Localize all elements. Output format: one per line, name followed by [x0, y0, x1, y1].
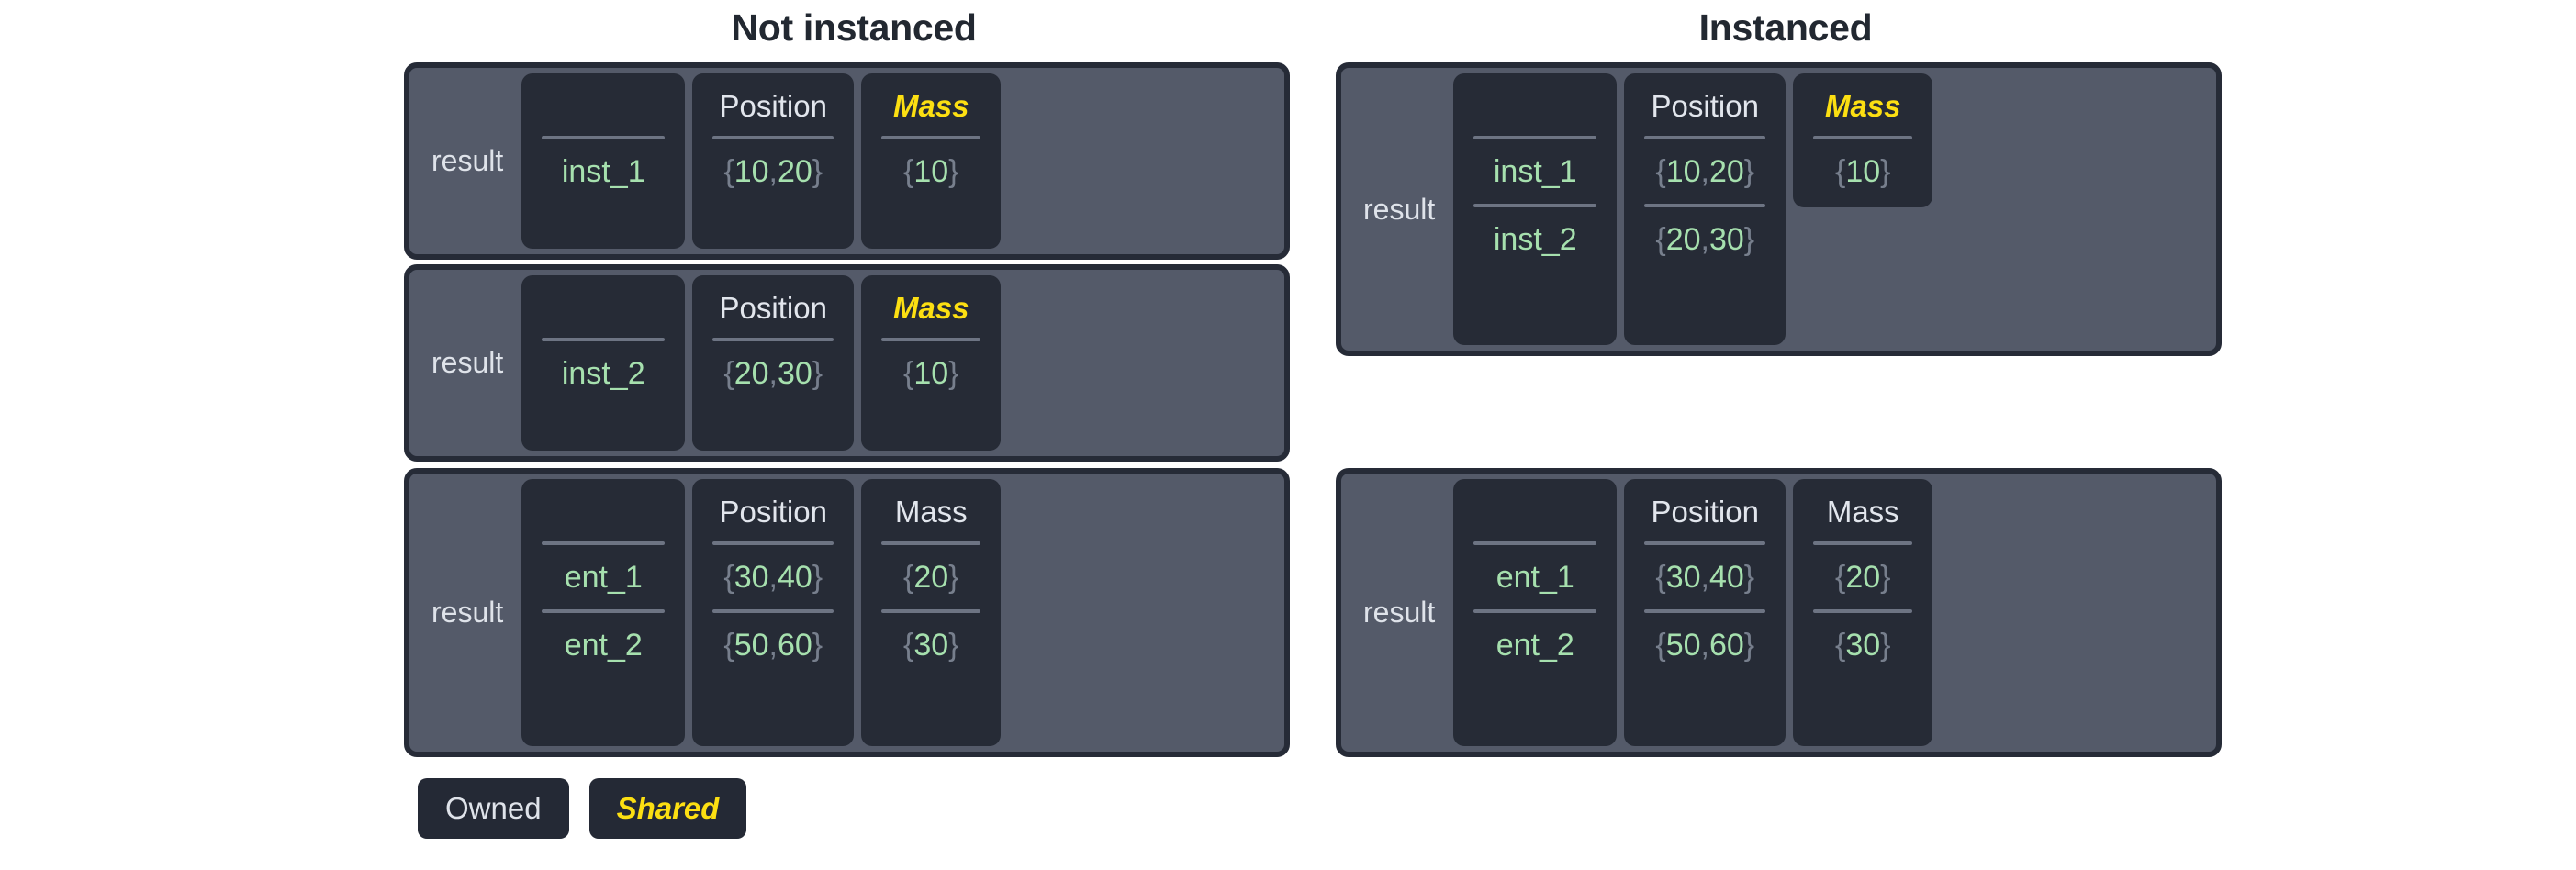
- panel-label-result: result: [1363, 192, 1436, 226]
- column-title-not-instanced: Not instanced: [731, 6, 977, 49]
- column-entity-name: ent_1 ent_2: [521, 479, 686, 746]
- cell-position: {20, 30}: [723, 355, 823, 391]
- column-rule: [1813, 136, 1913, 139]
- panel-left-bottom: result ent_1 ent_2 Position {30, 40} {50…: [404, 468, 1290, 757]
- legend-chip-owned: Owned: [418, 778, 569, 839]
- column-rule: [881, 136, 981, 139]
- column-rule: [881, 609, 981, 613]
- column-header-mass: Mass: [892, 89, 969, 123]
- cell-entity-name: inst_2: [1493, 221, 1577, 257]
- column-header-blank: [521, 284, 685, 332]
- column-header-blank: [1453, 488, 1617, 536]
- column-header-position: Position: [719, 495, 827, 529]
- cell-entity-name: ent_1: [564, 559, 643, 595]
- panel-label-result: result: [1363, 596, 1436, 629]
- column-rule: [712, 338, 834, 341]
- cell-position: {50, 60}: [1655, 627, 1755, 663]
- column-rule: [1813, 609, 1913, 613]
- column-mass: Mass {10}: [861, 73, 1002, 249]
- column-entity-name: inst_1: [521, 73, 686, 249]
- cell-position: {10, 20}: [723, 153, 823, 189]
- column-rule: [1644, 541, 1766, 545]
- panel-columns: ent_1 ent_2 Position {30, 40} {50, 60} M…: [1453, 479, 2211, 746]
- cell-position: {10, 20}: [1655, 153, 1755, 189]
- cell-entity-name: ent_2: [1495, 627, 1574, 663]
- column-entity-name: ent_1 ent_2: [1453, 479, 1618, 746]
- column-rule: [542, 541, 666, 545]
- cell-entity-name: inst_1: [1493, 153, 1577, 189]
- column-header-mass: Mass: [894, 495, 968, 529]
- column-rule: [542, 338, 666, 341]
- column-rule: [1473, 204, 1597, 207]
- panel-columns: ent_1 ent_2 Position {30, 40} {50, 60} M…: [521, 479, 1279, 746]
- column-header-blank: [1453, 83, 1617, 130]
- panel-columns: inst_2 Position {20, 30} Mass {10}: [521, 275, 1279, 451]
- column-mass: Mass {10}: [861, 275, 1002, 451]
- column-rule: [1644, 136, 1766, 139]
- legend-chip-shared: Shared: [588, 778, 747, 839]
- column-position: Position {30, 40} {50, 60}: [1624, 479, 1786, 746]
- panel-right-bottom: result ent_1 ent_2 Position {30, 40} {50…: [1336, 468, 2222, 757]
- cell-mass: {20}: [902, 559, 959, 595]
- panel-label-result: result: [431, 596, 504, 629]
- column-header-position: Position: [719, 291, 827, 325]
- column-header-mass: Mass: [1824, 89, 1901, 123]
- panel-columns: inst_1 Position {10, 20} Mass {10}: [521, 73, 1279, 249]
- panel-left-top: result inst_1 Position {10, 20} Mass {10…: [404, 62, 1290, 260]
- column-rule: [542, 609, 666, 613]
- column-rule: [1813, 541, 1913, 545]
- column-header-mass: Mass: [892, 291, 969, 325]
- column-rule: [1473, 609, 1597, 613]
- cell-mass: {10}: [902, 355, 959, 391]
- cell-position: {20, 30}: [1655, 221, 1755, 257]
- column-rule: [712, 136, 834, 139]
- column-position: Position {10, 20}: [692, 73, 855, 249]
- column-position: Position {30, 40} {50, 60}: [692, 479, 855, 746]
- column-rule: [1644, 204, 1766, 207]
- cell-mass: {30}: [902, 627, 959, 663]
- column-header-blank: [521, 83, 685, 130]
- legend: Owned Shared: [418, 778, 747, 839]
- column-rule: [881, 541, 981, 545]
- cell-position: {30, 40}: [1655, 559, 1755, 595]
- column-rule: [1473, 136, 1597, 139]
- cell-entity-name: ent_2: [564, 627, 643, 663]
- column-title-instanced: Instanced: [1698, 6, 1873, 49]
- cell-position: {50, 60}: [723, 627, 823, 663]
- column-header-blank: [521, 488, 685, 536]
- column-rule: [881, 338, 981, 341]
- column-position: Position {20, 30}: [692, 275, 855, 451]
- panel-right-top: result inst_1 inst_2 Position {10, 20} {…: [1336, 62, 2222, 356]
- cell-entity-name: inst_2: [561, 355, 645, 391]
- cell-entity-name: ent_1: [1495, 559, 1574, 595]
- column-position: Position {10, 20} {20, 30}: [1624, 73, 1786, 345]
- cell-entity-name: inst_1: [561, 153, 645, 189]
- column-header-position: Position: [1651, 89, 1759, 123]
- panel-label-result: result: [431, 144, 504, 177]
- column-entity-name: inst_1 inst_2: [1453, 73, 1618, 345]
- cell-mass: {30}: [1834, 627, 1891, 663]
- column-mass: Mass {20} {30}: [1793, 479, 1933, 746]
- column-mass: Mass {20} {30}: [861, 479, 1002, 746]
- cell-mass: {10}: [1834, 153, 1891, 189]
- column-entity-name: inst_2: [521, 275, 686, 451]
- column-header-mass: Mass: [1826, 495, 1899, 529]
- column-rule: [1473, 541, 1597, 545]
- panel-label-result: result: [431, 346, 504, 379]
- panel-columns: inst_1 inst_2 Position {10, 20} {20, 30}…: [1453, 73, 2211, 345]
- cell-mass: {10}: [902, 153, 959, 189]
- cell-mass: {20}: [1834, 559, 1891, 595]
- column-rule: [542, 136, 666, 139]
- panel-left-middle: result inst_2 Position {20, 30} Mass {10…: [404, 264, 1290, 462]
- column-mass-shared: Mass {10}: [1793, 73, 1933, 207]
- column-rule: [712, 541, 834, 545]
- column-header-position: Position: [719, 89, 827, 123]
- cell-position: {30, 40}: [723, 559, 823, 595]
- column-header-position: Position: [1651, 495, 1759, 529]
- column-rule: [1644, 609, 1766, 613]
- column-rule: [712, 609, 834, 613]
